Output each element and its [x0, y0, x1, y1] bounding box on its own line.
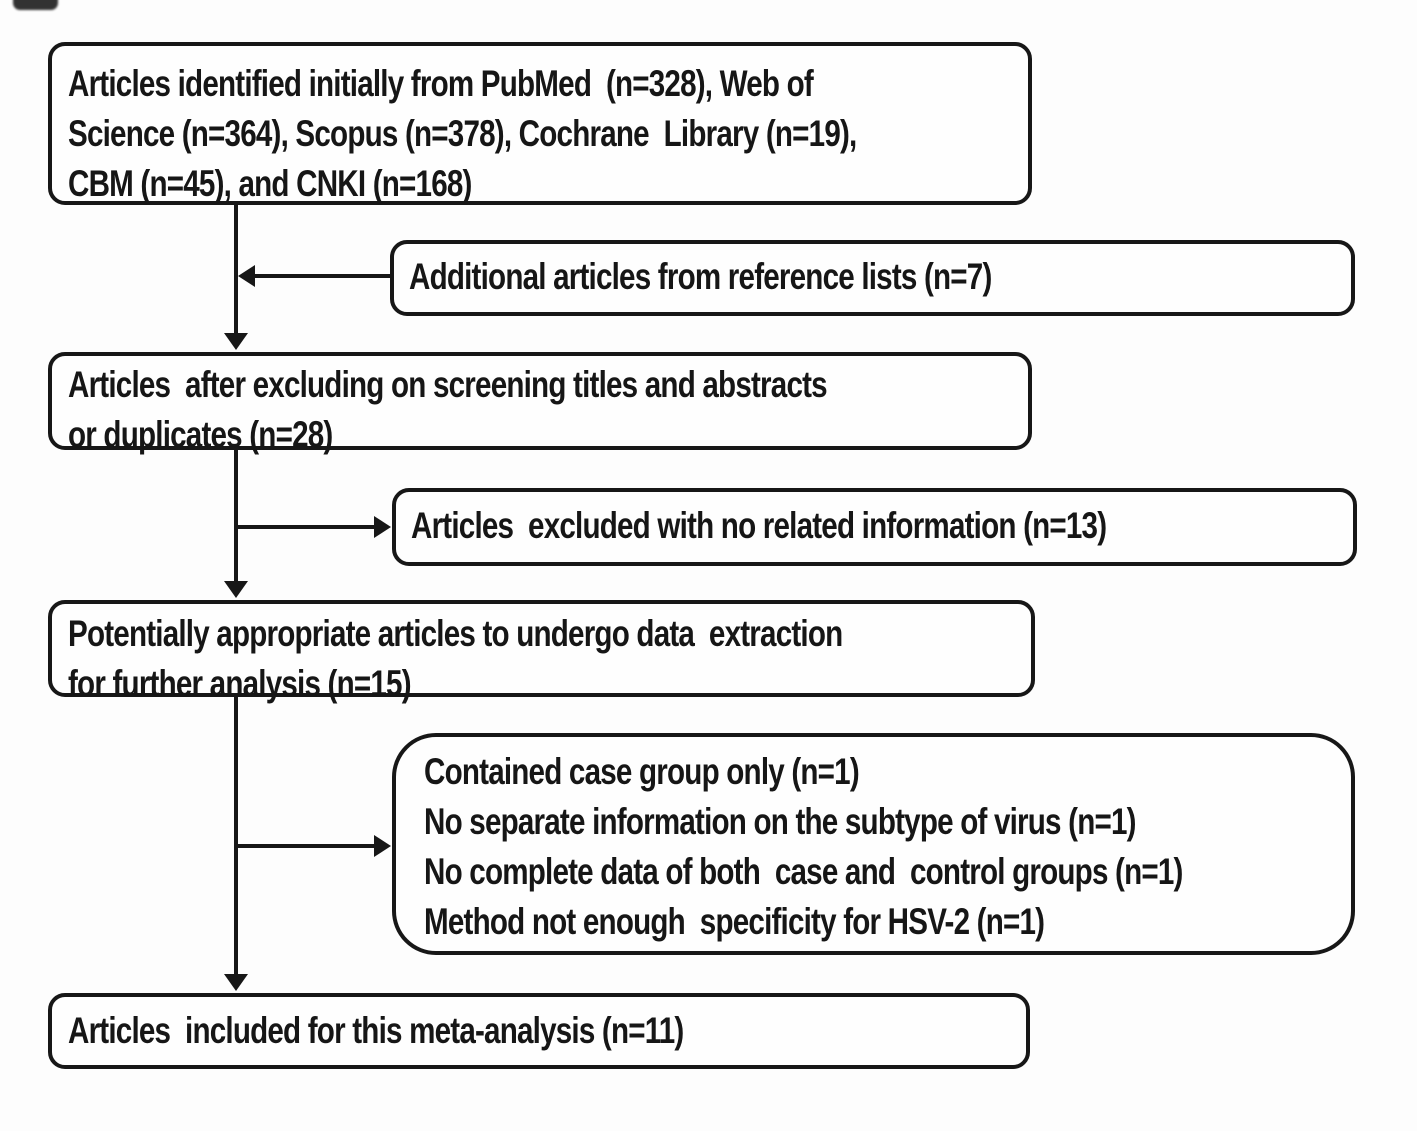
text-line: Additional articles from reference lists… — [409, 256, 992, 297]
box-articles-after-screening: Articles after excluding on screening ti… — [48, 352, 1032, 455]
scan-artifact-mark — [13, 0, 58, 10]
box-articles-identified-text: Articles identified initially from PubMe… — [68, 59, 857, 209]
box-potentially-appropriate-text: Potentially appropriate articles to unde… — [68, 609, 843, 709]
box-exclusion-reasons: Contained case group only (n=1) No separ… — [392, 733, 1355, 955]
arrow-down-icon — [224, 581, 248, 598]
text-line: or duplicates (n=28) — [68, 414, 333, 455]
arrow-branch-to-excluded — [238, 525, 375, 529]
text-line: for further analysis (n=15) — [68, 663, 412, 704]
text-line: Articles after excluding on screening ti… — [68, 364, 828, 405]
text-line: Contained case group only (n=1) — [424, 751, 860, 792]
text-line: Articles excluded with no related inform… — [411, 505, 1107, 546]
arrow-branch-to-reasons — [238, 844, 375, 848]
box-potentially-appropriate: Potentially appropriate articles to unde… — [48, 600, 1035, 704]
arrow-potential-to-included-line — [234, 697, 238, 976]
arrow-right-icon — [374, 835, 391, 857]
text-line: Potentially appropriate articles to unde… — [68, 613, 843, 654]
box-additional-articles-text: Additional articles from reference lists… — [409, 252, 1163, 302]
box-excluded-no-information: Articles excluded with no related inform… — [392, 488, 1357, 566]
text-line: Method not enough specificity for HSV-2 … — [424, 901, 1045, 942]
text-line: No separate information on the subtype o… — [424, 801, 1136, 842]
arrow-left-icon — [238, 265, 255, 287]
arrow-screened-to-potential-line — [234, 450, 238, 583]
box-articles-identified: Articles identified initially from PubMe… — [48, 42, 1032, 205]
box-exclusion-reasons-text: Contained case group only (n=1) No separ… — [424, 747, 1183, 947]
text-line: Articles identified initially from PubMe… — [68, 63, 814, 104]
arrow-identified-to-screened-line — [234, 205, 238, 335]
box-articles-included-text: Articles included for this meta-analysis… — [68, 1006, 834, 1056]
arrow-down-icon — [224, 974, 248, 991]
arrow-right-icon — [374, 516, 391, 538]
text-line: CBM (n=45), and CNKI (n=168) — [68, 163, 472, 204]
text-line: Science (n=364), Scopus (n=378), Cochran… — [68, 113, 857, 154]
arrow-additional-to-mainline — [254, 274, 392, 278]
box-articles-after-screening-text: Articles after excluding on screening ti… — [68, 360, 836, 460]
text-line: Articles included for this meta-analysis… — [68, 1010, 684, 1051]
arrow-down-icon — [224, 333, 248, 350]
box-additional-articles: Additional articles from reference lists… — [390, 240, 1355, 316]
text-line: No complete data of both case and contro… — [424, 851, 1183, 892]
box-excluded-no-information-text: Articles excluded with no related inform… — [411, 501, 1165, 551]
box-articles-included: Articles included for this meta-analysis… — [48, 993, 1030, 1069]
